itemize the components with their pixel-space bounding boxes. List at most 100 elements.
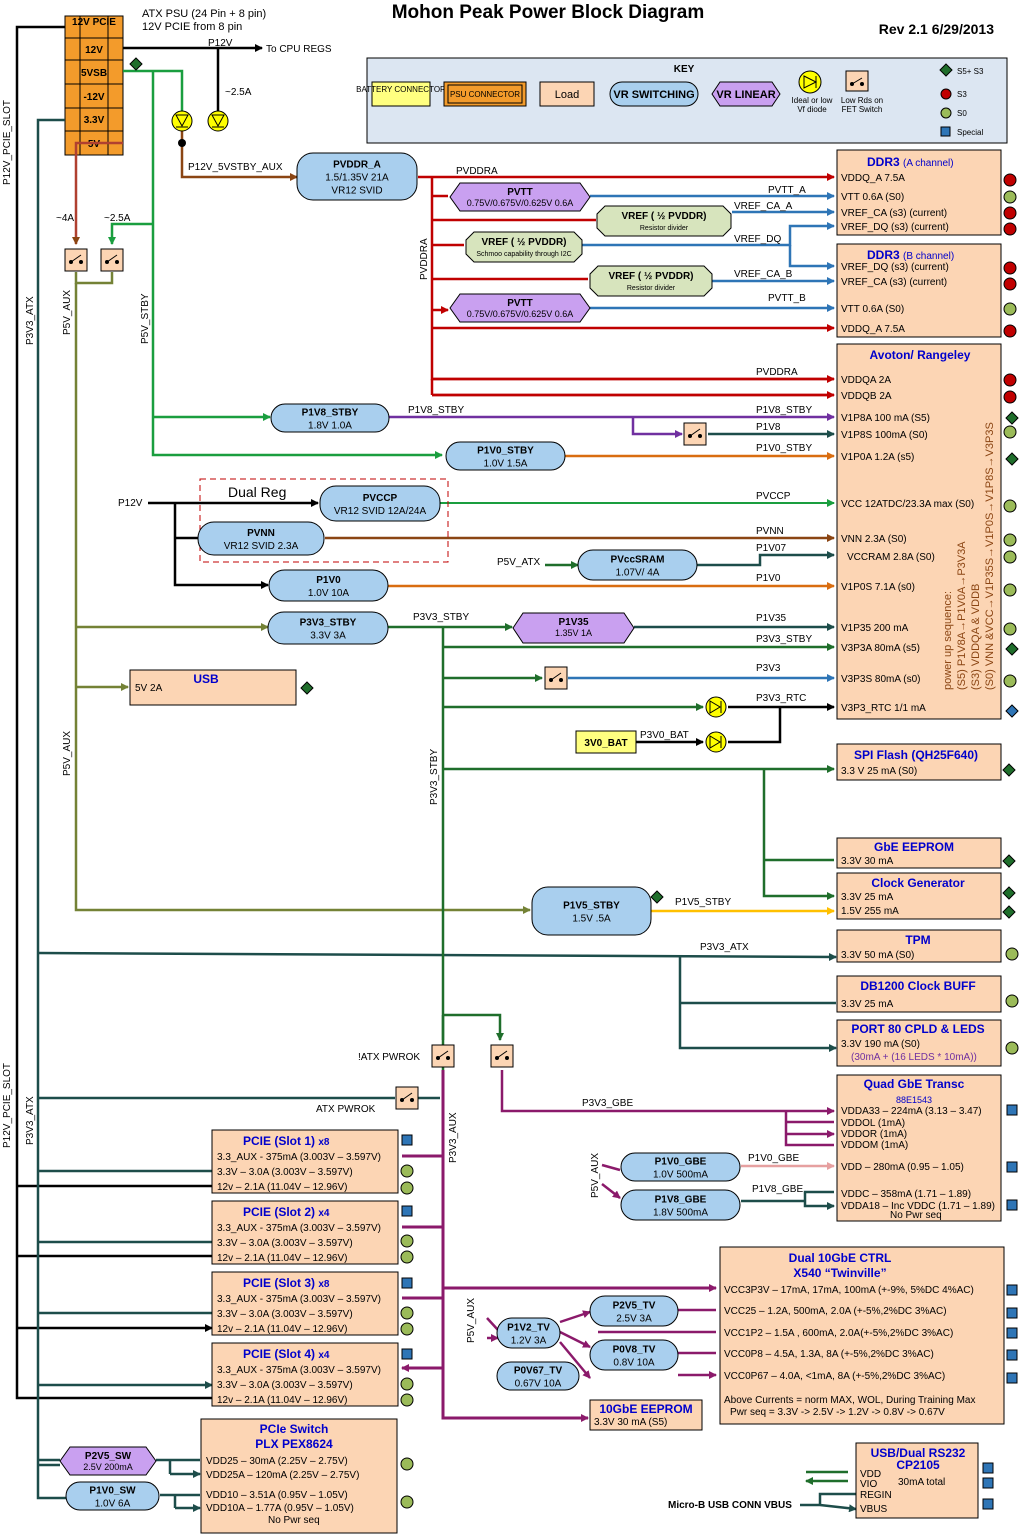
vr-p1v0-gbe-text-0: P1V0_GBE bbox=[655, 1157, 707, 1168]
linear-pvtt-b-text-1: 0.75V/0.675V/0.625V 0.6A bbox=[467, 309, 574, 319]
s0-marker-icon bbox=[1003, 302, 1017, 316]
key-vr-switching: VR SWITCHING bbox=[613, 89, 694, 101]
plx-line-2: VDD10 – 3.51A (0.95V – 1.05V) bbox=[206, 1490, 348, 1501]
legend-special: Special bbox=[957, 128, 983, 137]
rail-p12v-pcie-slot-bottom: P12V_PCIE_SLOT bbox=[2, 1063, 13, 1148]
vr-p1v0-stby-text-0: P1V0_STBY bbox=[477, 446, 534, 457]
s0-marker-icon bbox=[400, 1181, 414, 1195]
s0-marker-icon bbox=[400, 1393, 414, 1407]
pcie2-title: PCIE (Slot 2) x4 bbox=[243, 1205, 330, 1219]
avoton-seq-0: power up sequence: bbox=[942, 591, 954, 690]
psu-pin-neg12v: -12V bbox=[83, 92, 104, 103]
diagram-title: Mohon Peak Power Block Diagram bbox=[392, 2, 705, 23]
rail-p5v-aux-gbe: P5V_AUX bbox=[590, 1153, 601, 1198]
avoton-line-11: V3P3S 80mA (s0) bbox=[841, 674, 920, 685]
s0-marker-icon bbox=[1005, 947, 1019, 961]
fet-switch-p3v3 bbox=[544, 666, 568, 690]
vr-p1v0-stby: P1V0_STBY 1.0V 1.5A bbox=[445, 441, 566, 471]
port80-line-0: 3.3V 190 mA (S0) bbox=[841, 1039, 920, 1050]
legend-s5: S5+ S3 bbox=[957, 67, 984, 76]
rail-vref-dq: VREF_DQ bbox=[734, 234, 781, 245]
s0-marker-icon bbox=[1003, 583, 1017, 597]
pcie1-line-1: 3.3V – 3.0A (3.003V – 3.597V) bbox=[217, 1167, 353, 1178]
battery-label: 3V0_BAT bbox=[584, 738, 627, 749]
ddr3a-line-1: VTT 0.6A (S0) bbox=[841, 192, 904, 203]
rail-p3v3-stby-avoton: P3V3_STBY bbox=[756, 634, 812, 645]
ddr3b-line-2: VTT 0.6A (S0) bbox=[841, 304, 904, 315]
linear-p1v35-text-0: P1V35 bbox=[558, 617, 588, 628]
wires bbox=[15, 25, 856, 1509]
quad-gbe-line-1: VDDOL (1mA) bbox=[841, 1118, 905, 1129]
s3-marker-icon bbox=[1003, 373, 1017, 387]
s5-marker-icon bbox=[1002, 763, 1016, 777]
vr-p2v5-tv-text-0: P2V5_TV bbox=[613, 1301, 656, 1312]
rail-p3v3-atx-right: P3V3_ATX bbox=[700, 942, 749, 953]
vr-pvccp-text-0: PVCCP bbox=[363, 493, 398, 504]
vref-vref-a: VREF ( ½ PVDDR)Resistor divider bbox=[596, 205, 732, 237]
vr-pvddr-a-text-0: PVDDR_A bbox=[333, 160, 381, 171]
vref-vref-dq-text-1: Schmoo capability through I2C bbox=[476, 251, 571, 258]
avoton-line-8: V1P0S 7.1A (s0) bbox=[841, 582, 915, 593]
vr-pvddr-a-text-1: 1.5/1.35V 21A bbox=[325, 173, 389, 184]
rail-vref-ca-a: VREF_CA_A bbox=[734, 201, 793, 212]
special-marker-icon bbox=[401, 1205, 413, 1217]
pcie2-line-2: 12v – 2.1A (11.04V – 12.96V) bbox=[217, 1253, 347, 1264]
key-diode-icon bbox=[798, 70, 822, 94]
load-cp2105: USB/Dual RS232 CP2105 VDD VIO REGIN VBUS… bbox=[855, 1442, 979, 1519]
x540-sub: X540 “Twinville” bbox=[793, 1266, 886, 1280]
quad-gbe-line-3: VDDOM (1mA) bbox=[841, 1140, 908, 1151]
special-marker-icon bbox=[1006, 1372, 1018, 1384]
rail-pvtt-a: PVTT_A bbox=[768, 185, 806, 196]
key-fet-line2: FET Switch bbox=[842, 105, 883, 114]
avoton-line-0: VDDQA 2A bbox=[841, 375, 891, 386]
gbe-eeprom-title: GbE EEPROM bbox=[874, 840, 954, 854]
pcie4-line-0: 3.3_AUX - 375mA (3.003V – 3.597V) bbox=[217, 1365, 381, 1376]
key-vr-linear: VR LINEAR bbox=[716, 89, 775, 101]
linear-p1v35-text-1: 1.35V 1A bbox=[555, 628, 592, 638]
spi-title: SPI Flash (QH25F640) bbox=[854, 748, 978, 762]
special-marker-icon bbox=[1006, 1349, 1018, 1361]
rail-p3v3-atx-top: P3V3_ATX bbox=[25, 296, 36, 345]
s0-marker-icon bbox=[400, 1234, 414, 1248]
ddr3b-line-1: VREF_CA (s3) (current) bbox=[841, 277, 947, 288]
vr-p0v67-tv: P0V67_TV0.67V 10A bbox=[496, 1361, 580, 1391]
special-marker-icon bbox=[1006, 1104, 1018, 1116]
ddr3a-line-3: VREF_DQ (s3) (current) bbox=[841, 222, 949, 233]
rail-to-cpu: To CPU REGS bbox=[266, 44, 332, 55]
s0-marker-icon bbox=[1003, 550, 1017, 564]
rail-p1v0-stby: P1V0_STBY bbox=[756, 443, 812, 454]
linear-pvtt-a-text-1: 0.75V/0.675V/0.625V 0.6A bbox=[467, 198, 574, 208]
linear-pvtt-b-text-0: PVTT bbox=[507, 298, 533, 309]
load-pcie-slot-3: PCIE (Slot 3) x8 3.3_AUX - 375mA (3.003V… bbox=[211, 1271, 399, 1336]
s5-marker-icon bbox=[650, 890, 664, 904]
avoton-line-2: V1P8A 100 mA (S5) bbox=[841, 413, 930, 424]
cp2105-line-1: VIO bbox=[860, 1479, 877, 1490]
quad-gbe-sub: 88E1543 bbox=[896, 1095, 932, 1105]
s0-marker-icon bbox=[400, 1377, 414, 1391]
pcie3-line-0: 3.3_AUX - 375mA (3.003V – 3.597V) bbox=[217, 1294, 381, 1305]
cp2105-line-0: VDD bbox=[860, 1469, 881, 1480]
vref-vref-dq-text-0: VREF ( ½ PVDDR) bbox=[481, 237, 566, 248]
diode-rtc bbox=[705, 696, 727, 718]
rail-p1v5-stby: P1V5_STBY bbox=[675, 897, 731, 908]
vr-p1v0-stby-text-1: 1.0V 1.5A bbox=[484, 459, 528, 470]
avoton-line-12: V3P3_RTC 1/1 mA bbox=[841, 703, 926, 714]
key-fet-line1: Low Rds on bbox=[841, 96, 883, 105]
rail-p12v: P12V bbox=[208, 38, 233, 49]
fet-switch-gbe bbox=[490, 1044, 514, 1068]
special-marker-icon bbox=[1006, 1161, 1018, 1173]
rail-pvddra-avoton: PVDDRA bbox=[756, 367, 798, 378]
load-port80: PORT 80 CPLD & LEDS 3.3V 190 mA (S0) (30… bbox=[836, 1019, 1002, 1067]
spi-line: 3.3 V 25 mA (S0) bbox=[841, 766, 917, 777]
psu-note-line1: ATX PSU (24 Pin + 8 pin) bbox=[142, 8, 266, 20]
vr-p0v67-tv-text-1: 0.67V 10A bbox=[515, 1379, 562, 1390]
x540-line-0: VCC3P3V – 17mA, 17mA, 100mA (+-9%, 5%DC … bbox=[724, 1285, 974, 1296]
s0-marker-icon bbox=[1003, 622, 1017, 636]
s5-marker-icon bbox=[1005, 452, 1019, 466]
vr-p1v0-sw-text-0: P1V0_SW bbox=[89, 1486, 136, 1497]
vr-p1v0-sw: P1V0_SW1.0V 6A bbox=[65, 1481, 160, 1511]
